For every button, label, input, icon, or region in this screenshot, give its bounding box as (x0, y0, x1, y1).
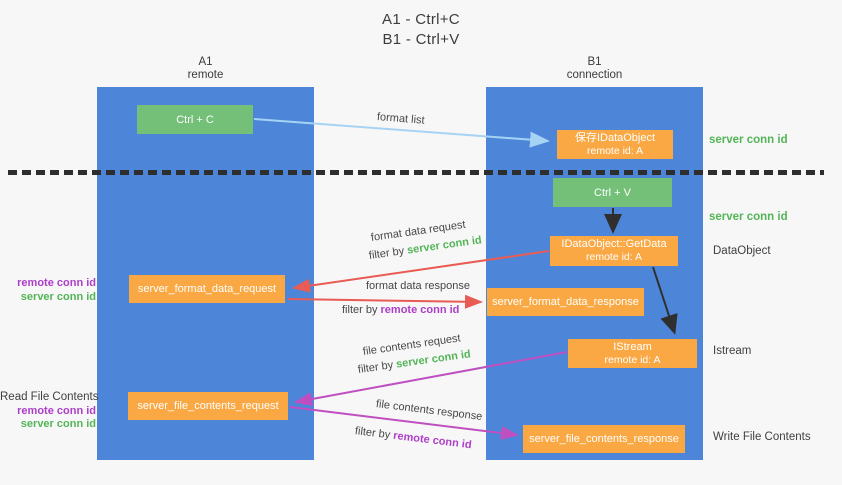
node-server-format-data-response: server_format_data_response (487, 288, 644, 316)
node-ctrl-c: Ctrl + C (137, 105, 253, 134)
lifeline-header-a1: A1 remote (97, 56, 314, 82)
lifeline-b1-name: B1 (587, 56, 602, 68)
lifeline-header-b1: B1 connection (486, 56, 703, 82)
remote-conn-id-text: remote conn id (392, 429, 473, 452)
node-istream: IStream remote id: A (568, 339, 697, 368)
annotation-remote-conn-id-top: remote conn id (17, 277, 96, 289)
title-line-a1: A1 - Ctrl+C (382, 11, 460, 28)
diagram-title: A1 - Ctrl+C B1 - Ctrl+V (0, 10, 842, 50)
annotation-server-conn-id-mid: server conn id (709, 211, 788, 223)
annotation-left-conn-ids: remote conn id server conn id (0, 277, 96, 304)
filter-by-text: filter by (368, 245, 405, 262)
node-save-idataobject-line2: remote id: A (586, 144, 644, 157)
label-format-list: format list (376, 111, 426, 127)
node-idataobject-getdata: IDataObject::GetData remote id: A (550, 236, 678, 266)
server-conn-id-text: server conn id (406, 234, 483, 257)
lifeline-a1-subtitle: remote (187, 69, 224, 81)
label-filter-by-remote-conn-id-2: filter by remote conn id (354, 425, 472, 451)
node-istream-line1: IStream (613, 340, 652, 353)
node-istream-line2: remote id: A (604, 353, 661, 366)
label-filter-by-remote-conn-id-1: filter by remote conn id (342, 304, 459, 316)
phase-separator-dotted-line (8, 170, 824, 175)
lifeline-b1-subtitle: connection (566, 69, 623, 81)
lifeline-a1-name: A1 (198, 56, 213, 68)
node-server-format-data-request: server_format_data_request (129, 275, 285, 303)
annotation-dataobject: DataObject (713, 245, 771, 257)
label-file-contents-response: file contents response (375, 398, 483, 423)
remote-conn-id-text: remote conn id (380, 304, 460, 316)
annotation-istream: Istream (713, 345, 752, 357)
filter-by-text: filter by (357, 359, 394, 376)
annotation-server-conn-id-left-top: server conn id (20, 290, 96, 303)
node-ctrl-v: Ctrl + V (553, 178, 672, 207)
annotation-remote-conn-id-bottom: remote conn id (17, 404, 96, 417)
annotation-write-file-contents: Write File Contents (713, 431, 811, 443)
filter-by-text: filter by (342, 304, 378, 316)
node-save-idataobject: 保存IDataObject remote id: A (557, 130, 673, 159)
node-server-file-contents-response: server_file_contents_response (523, 425, 685, 453)
node-save-idataobject-line1: 保存IDataObject (574, 131, 656, 144)
annotation-server-conn-id-left-bottom: server conn id (20, 418, 96, 430)
arrow-format-data-response (287, 294, 483, 309)
filter-by-text: filter by (354, 425, 391, 442)
node-server-file-contents-request: server_file_contents_request (128, 392, 288, 420)
title-line-b1: B1 - Ctrl+V (382, 31, 460, 48)
label-format-data-response: format data response (366, 280, 470, 292)
node-getdata-line1: IDataObject::GetData (561, 238, 667, 250)
annotation-read-file-contents-group: Read File Contents remote conn id server… (0, 391, 99, 432)
annotation-server-conn-id-top: server conn id (709, 134, 788, 146)
node-getdata-line2: remote id: A (585, 251, 643, 263)
annotation-read-file-contents: Read File Contents (0, 391, 99, 403)
